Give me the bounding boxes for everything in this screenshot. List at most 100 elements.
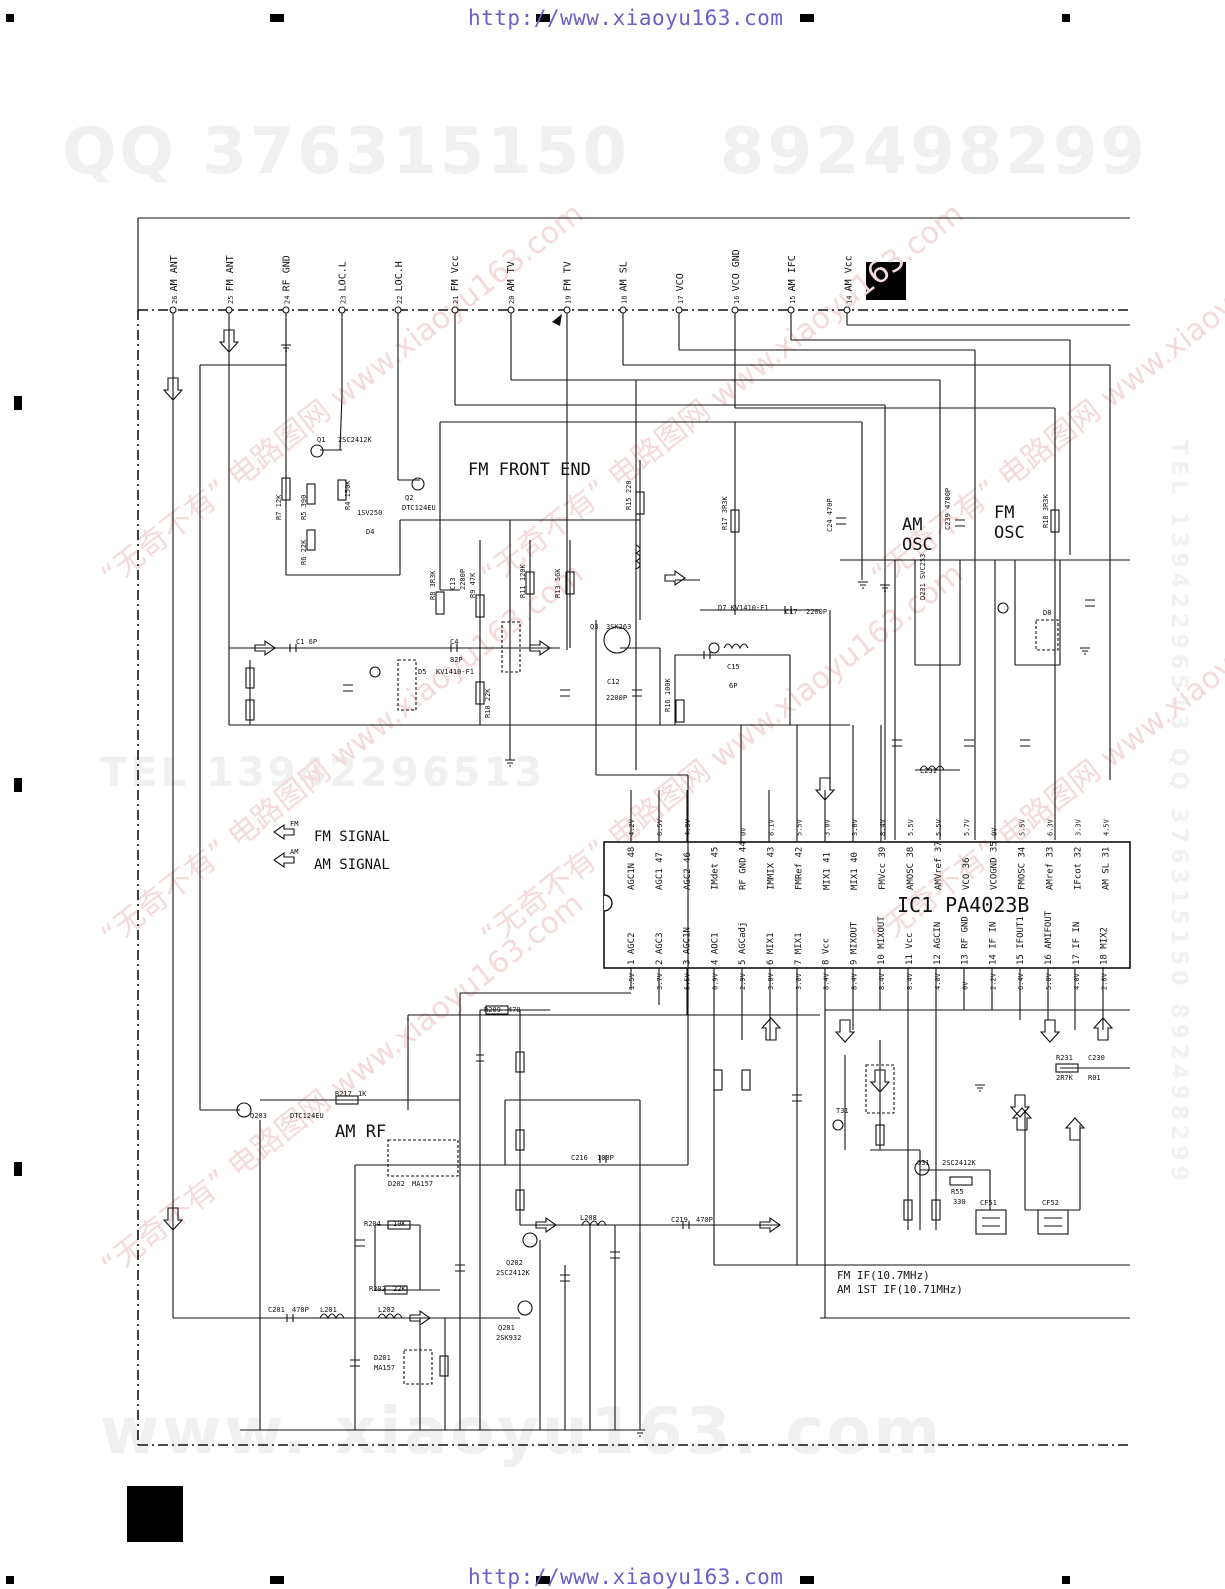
registration-mark (14, 396, 22, 410)
part-label: R13 56K (554, 568, 562, 598)
part-label: D201 (374, 1354, 391, 1362)
part-label: 6P (729, 682, 737, 690)
ic-bottom-pin-voltage: 4.0V (1073, 972, 1081, 990)
registration-mark (1062, 1576, 1070, 1584)
ic-bottom-pin-voltage: 4.0V (934, 972, 942, 990)
ic-top-pin-label: IFcot 32 (1073, 847, 1083, 890)
part-label: T31 (836, 1107, 849, 1115)
part-label: R217 (335, 1090, 352, 1098)
ic-top-pin-voltage: 5.5V (795, 818, 803, 836)
ic-bottom-pin-label: 15 IFOUT1 (1016, 916, 1026, 965)
ic-top-pin-voltage: 8.1V (768, 818, 776, 836)
ic-bottom-pin-label: 12 AGCIN (933, 922, 943, 965)
ic-top-pin-voltage: 8.4V (879, 818, 887, 836)
part-label: R18 3R3K (1042, 493, 1050, 528)
connector-pin-label: 21 FM Vcc (450, 255, 461, 304)
ic-bottom-pin-voltage: 0.9V (711, 972, 719, 990)
legend-fm-tag: FM (290, 820, 298, 828)
ic-bottom-pin-voltage: 6.4V (1017, 972, 1025, 990)
part-label: R17 3R3K (721, 495, 729, 530)
registration-mark (6, 14, 14, 22)
if-note-am: AM 1ST IF(10.71MHz) (837, 1283, 963, 1296)
ic-top-pin-label: VCOGND 35 (990, 841, 1000, 890)
part-label: 2200P (806, 608, 827, 616)
part-label: L208 (580, 1214, 597, 1222)
ic-label: IC1 PA4023B (897, 893, 1029, 917)
ic-bottom-pin-voltage: 3.0V (767, 972, 775, 990)
part-label: 22K (393, 1285, 406, 1293)
part-label: R8 3R3K (429, 570, 437, 600)
registration-mark (6, 1576, 14, 1584)
ic-top-pin-label: AMref 33 (1046, 847, 1056, 890)
part-label: R6 22K (300, 539, 308, 565)
ic-top-pin-voltage: 4.2V (628, 818, 636, 836)
ic-top-pin-voltage: 3.0V (823, 818, 831, 836)
ic-top-pin-voltage: 6.3V (1047, 818, 1055, 836)
ic-bottom-pin-label: 4 AOC1 (710, 932, 720, 965)
part-label: C17 (785, 608, 798, 616)
ic-top-pin-voltage: 0V (740, 827, 748, 836)
part-label: Q31 (917, 1159, 930, 1167)
ic-bottom-pin-voltage: 0V (962, 981, 970, 990)
ic-bottom-pin-label: 5 AGCadj (738, 922, 748, 965)
ic-top-pin-voltage: 6.5V (656, 818, 664, 836)
ic-bottom-pin-label: 1 AGC2 (627, 932, 637, 965)
ic-bottom-pin-voltage: 8.4V (878, 972, 886, 990)
part-label: R5 390 (300, 495, 308, 520)
part-label: D4 (366, 528, 374, 536)
registration-mark (800, 1576, 814, 1584)
if-note-fm: FM IF(10.7MHz) (837, 1269, 930, 1282)
ic-bottom-pin-voltage: 2.2V (989, 972, 997, 990)
ic-top-pin-voltage: 5.5V (1019, 818, 1027, 836)
part-label: R231 (1056, 1054, 1073, 1062)
part-label: D231 SVC253 (919, 554, 927, 600)
ic-top-pin-label: AM SL 31 (1101, 847, 1111, 890)
connector-pin-label: 15 AM IFC (787, 255, 798, 304)
part-label: 470 (508, 1006, 521, 1014)
part-label: Q2 (405, 494, 413, 502)
registration-mark (800, 14, 814, 22)
ic-bottom-pin-label: 16 AMIFOUT (1044, 910, 1054, 965)
am-osc-label: AM (902, 515, 922, 535)
ic-top-pin-label: RF GND 44 (739, 841, 749, 890)
ic-bottom-pin-label: 13 RF GND (961, 916, 971, 965)
part-label: 2SK932 (496, 1334, 521, 1342)
ic-top-pin-label: FMVcc 39 (878, 847, 888, 890)
ic-bottom-pin-label: 18 MIX2 (1100, 927, 1110, 965)
part-label: C13 (449, 577, 457, 590)
part-label: C1 6P (296, 638, 317, 646)
registration-mark (270, 1576, 284, 1584)
part-label: Q3 (590, 623, 598, 631)
part-label: MA157 (374, 1364, 395, 1372)
part-label: R10 22K (484, 688, 492, 718)
part-label: 2200P (459, 569, 467, 590)
connector-pin-label: 23 LOC.L (338, 261, 349, 304)
ic-bottom-pin-label: 2 AGC3 (655, 932, 665, 965)
connector-pin-label: 25 FM ANT (225, 255, 236, 304)
part-label: C230 (1088, 1054, 1105, 1062)
legend-am-tag: AM (290, 848, 298, 856)
ic-top-pin-voltage: 4.5V (1102, 818, 1110, 836)
part-label: C201 (268, 1306, 285, 1314)
connector-pin-label: 18 AM SL (619, 261, 630, 304)
ic-bottom-pin-label: 14 IF IN (988, 922, 998, 965)
part-label: C12 (607, 678, 620, 686)
ic-top-pin-voltage: 3.0V (851, 818, 859, 836)
ic-top-pin-label: VCO 36 (962, 857, 972, 890)
part-label: R9 47K (469, 572, 477, 598)
part-label: R4 150K (344, 480, 352, 510)
header-url[interactable]: http://www.xiaoyu163.com (468, 6, 784, 30)
connector-pin-label: 22 LOC.H (394, 261, 405, 304)
ic-top-pin-label: AGC1 47 (655, 852, 665, 890)
part-label: C24 470P (826, 498, 834, 532)
connector-pin-label: 14 AM Vcc (843, 255, 854, 304)
ic-bottom-pin-label: 17 IF IN (1072, 922, 1082, 965)
ic-top-pin-label: FMRef 42 (794, 847, 804, 890)
watermark-tel: TEL 13942296513 (100, 750, 546, 796)
ic-top-pin-label: MIX1 41 (822, 852, 832, 890)
ic-top-pin-label: IMdet 45 (711, 847, 721, 890)
connector-pin-label: 26 AM ANT (169, 255, 180, 304)
part-label: 100P (597, 1154, 614, 1162)
part-label: R55 (951, 1188, 964, 1196)
